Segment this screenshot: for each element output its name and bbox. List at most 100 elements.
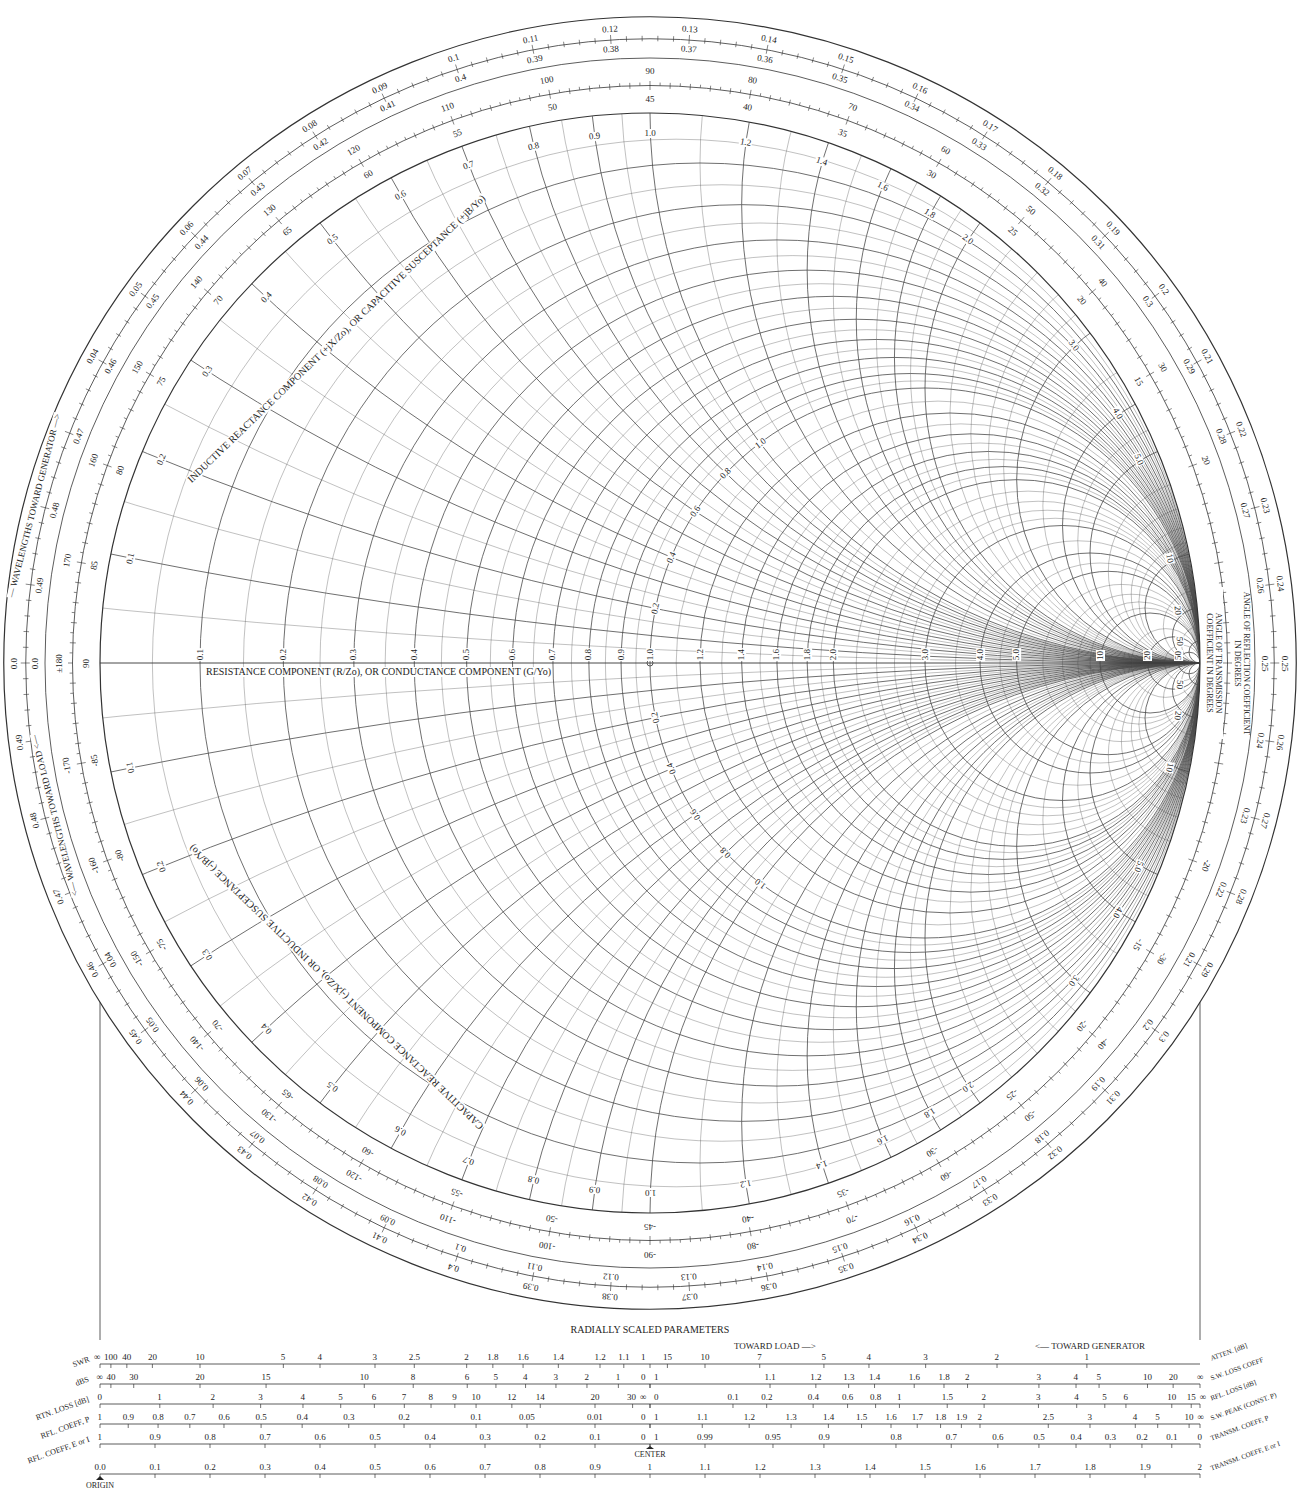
scale-tick [1196, 851, 1199, 853]
scale-tick [1089, 292, 1092, 295]
scale-tick [650, 1444, 651, 1448]
scale-tick [1160, 934, 1163, 935]
drop-line [1200, 1002, 1201, 1340]
scale-tick [1227, 683, 1230, 684]
scale-tick [375, 1444, 376, 1448]
scale-rings [4, 17, 1297, 1310]
scale-tick [650, 1424, 651, 1428]
scale-tick [1045, 1141, 1048, 1144]
scale-tick [1269, 584, 1274, 586]
scale-tick [984, 1190, 987, 1194]
reactance-arc [0, 0, 1299, 663]
scale-tick [1228, 663, 1233, 664]
scale-tick [1146, 950, 1150, 952]
scale-tick [947, 1404, 948, 1408]
scale-tick [124, 907, 127, 908]
scale-tick [657, 1285, 658, 1287]
scale-tick [632, 1404, 633, 1408]
scale-value: 0.9 [149, 1433, 162, 1442]
scale-tick [702, 1424, 703, 1428]
scale-tick [710, 86, 711, 89]
scale-tick [163, 347, 166, 349]
scale-tick [169, 338, 171, 340]
scale-tick [317, 1136, 319, 1138]
scale-tick [1212, 542, 1215, 544]
scale-tick [1060, 1134, 1062, 1136]
scale-tick [720, 40, 721, 43]
wavelength-value: 0.44 [192, 233, 211, 252]
scale-tick [865, 1196, 866, 1199]
scale-tick [868, 1364, 869, 1368]
scale-value: 10 [1142, 1373, 1153, 1382]
scale-tick [903, 141, 904, 144]
scale-tick [398, 92, 399, 94]
scale-tick [971, 1198, 973, 1201]
scale-tick [476, 1404, 477, 1408]
scale-tick [929, 1219, 930, 1221]
scale-tick [120, 427, 123, 428]
scale-tick [1058, 192, 1060, 194]
scale-tick [1197, 964, 1201, 966]
scale-tick [405, 137, 406, 140]
scale-tick [818, 1215, 820, 1218]
scale-tick [1202, 821, 1205, 823]
scale-tick [277, 163, 278, 165]
scale-tick [1115, 324, 1117, 326]
reactance-arc [742, 0, 1299, 663]
scale-tick [472, 1259, 474, 1261]
scale-tick [973, 182, 975, 184]
scale-tick [914, 1384, 915, 1388]
scale-value: 8 [428, 1393, 435, 1402]
scale-tick [828, 1424, 829, 1428]
scale-tick [1162, 309, 1164, 310]
scale-tick [158, 969, 161, 971]
scale-value: 5 [1154, 1413, 1161, 1422]
scale-tick [1155, 382, 1158, 383]
scale-tick [313, 132, 316, 136]
scale-tick [1077, 277, 1079, 279]
scale-tick [28, 615, 30, 616]
scale-tick [626, 39, 627, 41]
wavelength-value: 0.42 [311, 135, 331, 152]
reactance-arc [200, 663, 1299, 1499]
scale-tick [413, 1384, 414, 1388]
transmission-angle: -15 [1131, 937, 1146, 954]
scale-tick [294, 1116, 296, 1118]
scale-tick [1200, 1384, 1201, 1388]
reactance-arc [354, 663, 1299, 1499]
scale-tick [1070, 1122, 1072, 1124]
scale-tick [760, 1230, 762, 1233]
scale-tick [1210, 802, 1213, 804]
scale-value: 10 [359, 1373, 370, 1382]
scale-tick [430, 1444, 431, 1448]
scale-tick [539, 93, 541, 96]
scale-value: 2 [210, 1393, 217, 1402]
scale-tick [1099, 1384, 1100, 1388]
scale-tick [1189, 1424, 1190, 1428]
scale-tick [1065, 1064, 1067, 1066]
scale-tick [710, 1237, 711, 1240]
scale-tick [750, 1232, 752, 1236]
scale-tick [276, 1105, 279, 1108]
scale-tick [128, 1424, 129, 1428]
scale-tick [956, 171, 958, 174]
scale-tick [70, 642, 73, 643]
wavelength-value: 0.38 [602, 45, 620, 55]
scale-tick [122, 428, 125, 429]
scale-tick [1048, 1144, 1051, 1148]
scale-tick [704, 1285, 705, 1288]
scale-tick [1090, 1424, 1091, 1428]
scale-tick [1152, 1028, 1155, 1030]
wavelength-value: 0.48 [28, 811, 41, 830]
scale-tick [749, 1424, 750, 1428]
scale-tick [1102, 236, 1105, 239]
scale-tick [1094, 222, 1096, 224]
scale-tick [1011, 151, 1013, 153]
scale-tick [700, 1238, 701, 1241]
scale-tick [973, 1142, 975, 1144]
scale-tick [623, 1364, 624, 1368]
reflection-angle: -50 [1022, 1108, 1039, 1124]
scale-tick [735, 1279, 736, 1281]
scale-tick [688, 40, 689, 44]
scale-value: 0.7 [945, 1433, 958, 1442]
